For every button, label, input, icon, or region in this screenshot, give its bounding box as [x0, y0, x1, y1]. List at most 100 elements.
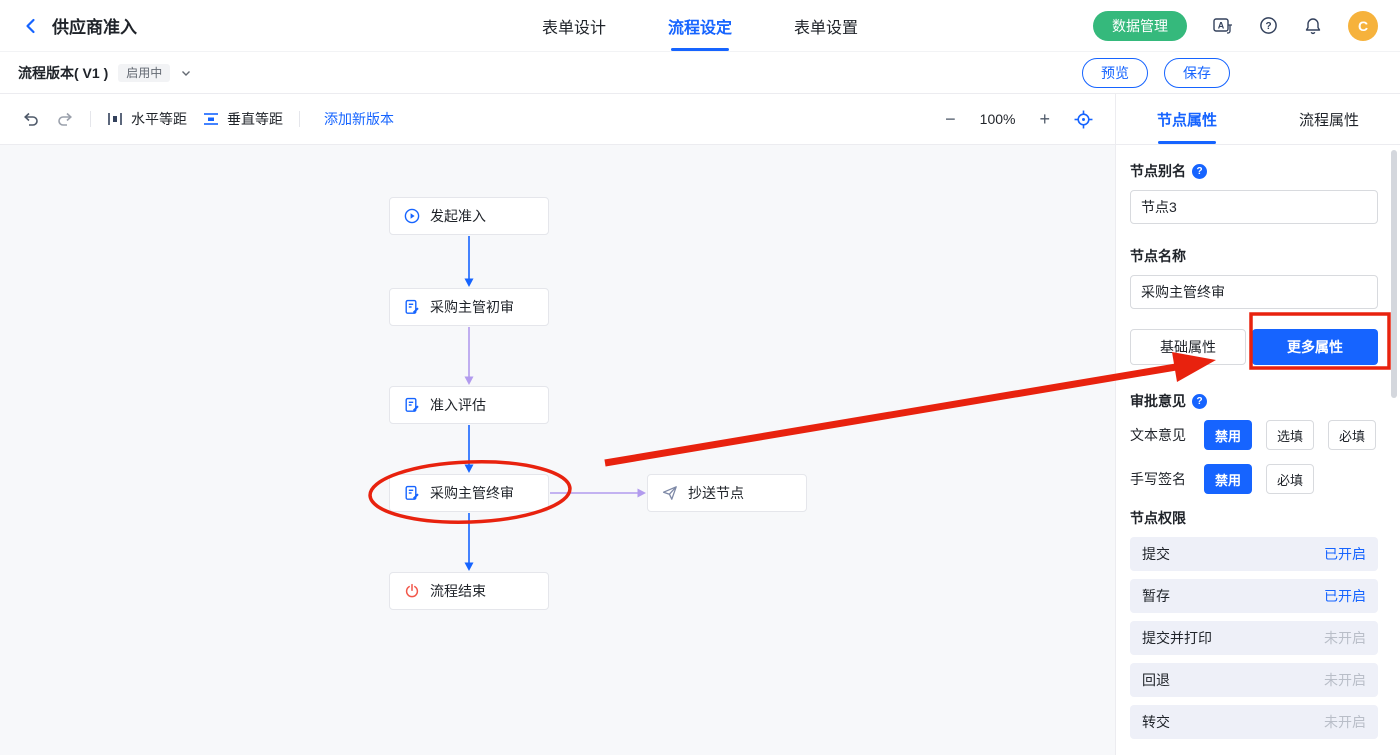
properties-panel: 节点属性 流程属性 节点别名 ? 节点名称 基础属性 更多属性 审批意见 ? — [1115, 94, 1400, 755]
basic-properties-button[interactable]: 基础属性 — [1130, 329, 1246, 365]
add-version-link[interactable]: 添加新版本 — [324, 111, 394, 127]
page-title: 供应商准入 — [52, 18, 137, 37]
signature-disable-button[interactable]: 禁用 — [1204, 464, 1252, 494]
version-bar: 流程版本( V1 ) 启用中 预览 保存 — [0, 52, 1400, 94]
tab-form-settings[interactable]: 表单设置 — [794, 19, 859, 37]
horizontal-spacing-icon — [107, 112, 123, 126]
zoom-level: 100% — [979, 111, 1016, 127]
permission-row-submit-print[interactable]: 提交并打印 未开启 — [1130, 621, 1378, 655]
permission-status: 已开启 — [1324, 588, 1366, 604]
redo-icon[interactable] — [56, 111, 74, 127]
flow-node-label: 采购主管终审 — [430, 485, 514, 501]
help-icon[interactable]: ? — [1259, 16, 1278, 35]
signature-row: 手写签名 禁用 必填 — [1130, 464, 1378, 494]
more-properties-button[interactable]: 更多属性 — [1252, 329, 1378, 365]
flow-node-cc[interactable]: 抄送节点 — [647, 474, 807, 512]
bell-icon[interactable] — [1304, 17, 1322, 35]
flow-node-evaluation[interactable]: 准入评估 — [389, 386, 549, 424]
vertical-spacing-tool[interactable]: 垂直等距 — [203, 109, 283, 129]
save-button[interactable]: 保存 — [1164, 57, 1230, 88]
node-permissions-label-row: 节点权限 — [1130, 508, 1378, 528]
text-opinion-row: 文本意见 禁用 选填 必填 — [1130, 420, 1378, 450]
topbar: 供应商准入 表单设计 流程设定 表单设置 数据管理 A ? C — [0, 0, 1400, 52]
permission-status: 未开启 — [1324, 672, 1366, 688]
flow-node-label: 流程结束 — [430, 583, 486, 599]
node-name-input[interactable] — [1130, 275, 1378, 309]
permission-row-transfer[interactable]: 转交 未开启 — [1130, 705, 1378, 739]
toolbar-divider — [90, 111, 91, 127]
text-opinion-required-button[interactable]: 必填 — [1328, 420, 1376, 450]
panel-scrollbar[interactable] — [1391, 150, 1397, 398]
node-alias-label: 节点别名 — [1130, 163, 1186, 179]
permission-row-rollback[interactable]: 回退 未开启 — [1130, 663, 1378, 697]
permission-name: 提交 — [1142, 546, 1170, 562]
play-icon — [404, 208, 420, 224]
horizontal-spacing-tool[interactable]: 水平等距 — [107, 109, 187, 129]
help-icon[interactable]: ? — [1192, 393, 1207, 409]
tab-process-setting[interactable]: 流程设定 — [668, 0, 732, 51]
fit-view-icon[interactable] — [1074, 110, 1093, 129]
vertical-spacing-label: 垂直等距 — [227, 111, 283, 127]
doc-edit-icon — [404, 485, 420, 501]
translate-icon[interactable]: A — [1213, 17, 1233, 35]
text-opinion-optional-button[interactable]: 选填 — [1266, 420, 1314, 450]
zoom-out-button[interactable]: − — [945, 109, 956, 129]
signature-required-button[interactable]: 必填 — [1266, 464, 1314, 494]
status-badge: 启用中 — [118, 63, 171, 82]
signature-label: 手写签名 — [1130, 471, 1186, 487]
node-alias-label-row: 节点别名 ? — [1130, 161, 1378, 181]
permission-name: 回退 — [1142, 672, 1170, 688]
approval-opinion-label-row: 审批意见 ? — [1130, 391, 1378, 411]
tab-node-properties[interactable]: 节点属性 — [1116, 94, 1258, 144]
tab-form-design[interactable]: 表单设计 — [541, 19, 606, 37]
chevron-down-icon[interactable] — [180, 67, 192, 79]
flow-node-start[interactable]: 发起准入 — [389, 197, 549, 235]
text-opinion-disable-button[interactable]: 禁用 — [1204, 420, 1252, 450]
undo-icon[interactable] — [22, 111, 40, 127]
flow-node-final-review[interactable]: 采购主管终审 — [389, 474, 549, 512]
doc-edit-icon — [404, 397, 420, 413]
process-version-label: 流程版本( V1 ) — [18, 64, 109, 81]
panel-body: 节点别名 ? 节点名称 基础属性 更多属性 审批意见 ? 文本意见 禁用 选填 … — [1116, 145, 1400, 755]
permission-row-submit[interactable]: 提交 已开启 — [1130, 537, 1378, 571]
vertical-spacing-icon — [203, 112, 219, 126]
permission-name: 转交 — [1142, 714, 1170, 730]
avatar[interactable]: C — [1348, 10, 1378, 41]
flow-node-label: 发起准入 — [430, 208, 486, 224]
power-icon — [404, 583, 420, 599]
back-icon[interactable] — [22, 17, 40, 35]
data-management-button[interactable]: 数据管理 — [1093, 10, 1187, 41]
text-opinion-label: 文本意见 — [1130, 427, 1186, 443]
panel-tabs: 节点属性 流程属性 — [1116, 94, 1400, 145]
svg-text:A: A — [1218, 20, 1225, 30]
doc-edit-icon — [404, 299, 420, 315]
permission-name: 提交并打印 — [1142, 630, 1212, 646]
node-alias-input[interactable] — [1130, 190, 1378, 224]
flow-node-label: 准入评估 — [430, 397, 486, 413]
permission-name: 暂存 — [1142, 588, 1170, 604]
flow-node-end[interactable]: 流程结束 — [389, 572, 549, 610]
approval-opinion-label: 审批意见 — [1130, 393, 1186, 409]
flow-canvas[interactable]: 发起准入 采购主管初审 准入评估 采购主管终审 — [0, 145, 1115, 755]
node-name-label-row: 节点名称 — [1130, 246, 1378, 266]
top-nav-tabs: 表单设计 流程设定 表单设置 — [542, 0, 858, 51]
workspace: 水平等距 垂直等距 添加新版本 − 100% + — [0, 94, 1115, 755]
toolbar-divider — [299, 111, 300, 127]
permission-status: 已开启 — [1324, 546, 1366, 562]
node-name-label: 节点名称 — [1130, 248, 1186, 264]
permission-row-save-draft[interactable]: 暂存 已开启 — [1130, 579, 1378, 613]
node-permissions-label: 节点权限 — [1130, 510, 1186, 526]
flow-node-first-review[interactable]: 采购主管初审 — [389, 288, 549, 326]
flow-node-label: 抄送节点 — [688, 485, 744, 501]
svg-text:?: ? — [1265, 21, 1271, 32]
preview-button[interactable]: 预览 — [1082, 57, 1148, 88]
permission-status: 未开启 — [1324, 630, 1366, 646]
canvas-toolbar: 水平等距 垂直等距 添加新版本 − 100% + — [0, 94, 1115, 145]
send-icon — [662, 485, 678, 501]
tab-process-properties[interactable]: 流程属性 — [1298, 111, 1359, 129]
flow-node-label: 采购主管初审 — [430, 299, 514, 315]
permission-status: 未开启 — [1324, 714, 1366, 730]
zoom-in-button[interactable]: + — [1039, 109, 1050, 129]
help-icon[interactable]: ? — [1192, 163, 1207, 179]
horizontal-spacing-label: 水平等距 — [131, 111, 187, 127]
